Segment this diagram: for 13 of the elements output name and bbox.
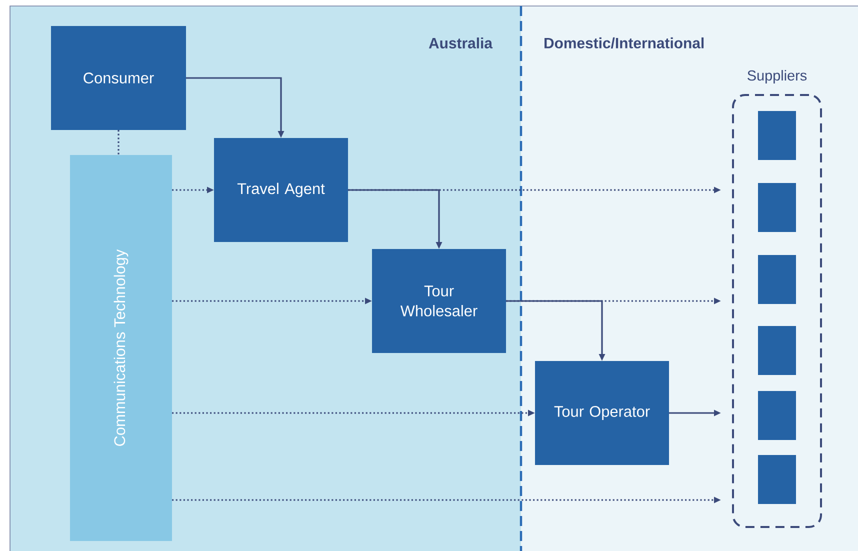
process-box: Tour Operator [535,361,669,465]
process-box: Tour Wholesaler [372,249,506,353]
supplier-group: Suppliers [732,70,822,528]
supplier-box [758,183,796,232]
process-box: Travel Agent [214,138,348,242]
process-box: Consumer [51,26,186,130]
node-label: Suppliers [748,70,807,84]
supplier-box [758,455,796,504]
supplier-box [758,326,796,375]
supplier-box [758,391,796,440]
supplier-box [758,111,796,160]
technology-bar: Communications Technology [70,155,172,541]
supplier-box [758,255,796,304]
